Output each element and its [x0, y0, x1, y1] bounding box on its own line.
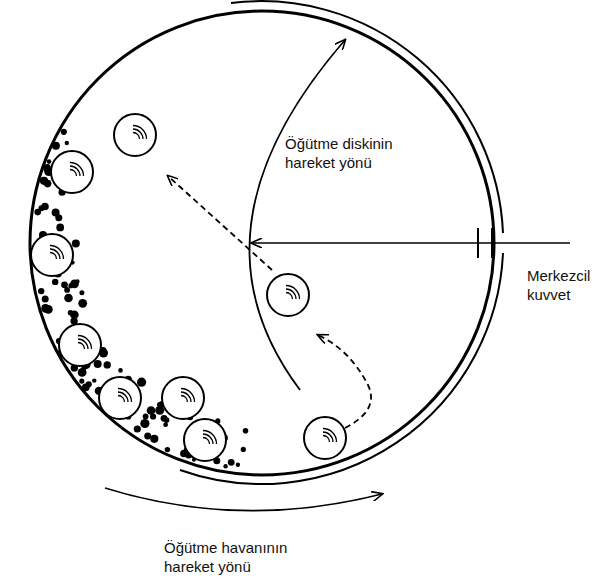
- label-text: Merkezcil kuvvet: [527, 267, 590, 303]
- ball-path-arrow: [318, 335, 371, 428]
- force-arrow: [252, 242, 570, 244]
- ball-throw-arrow: [168, 176, 272, 270]
- disk-ring: [180, 253, 503, 484]
- annotation-label: Öğütme havanının hareket yönü: [164, 538, 314, 576]
- disk-direction-arrow: [249, 40, 345, 390]
- label-text: Öğütme diskinin hareket yönü: [285, 135, 393, 171]
- disk-ring: [231, 1, 503, 233]
- bowl-direction-arrow: [105, 488, 382, 511]
- powder-particles: [34, 129, 248, 469]
- annotation-label: Merkezcil kuvvet: [527, 266, 607, 304]
- label-text: Öğütme havanının hareket yönü: [164, 539, 287, 575]
- annotation-label: Öğütme diskinin hareket yönü: [285, 134, 415, 172]
